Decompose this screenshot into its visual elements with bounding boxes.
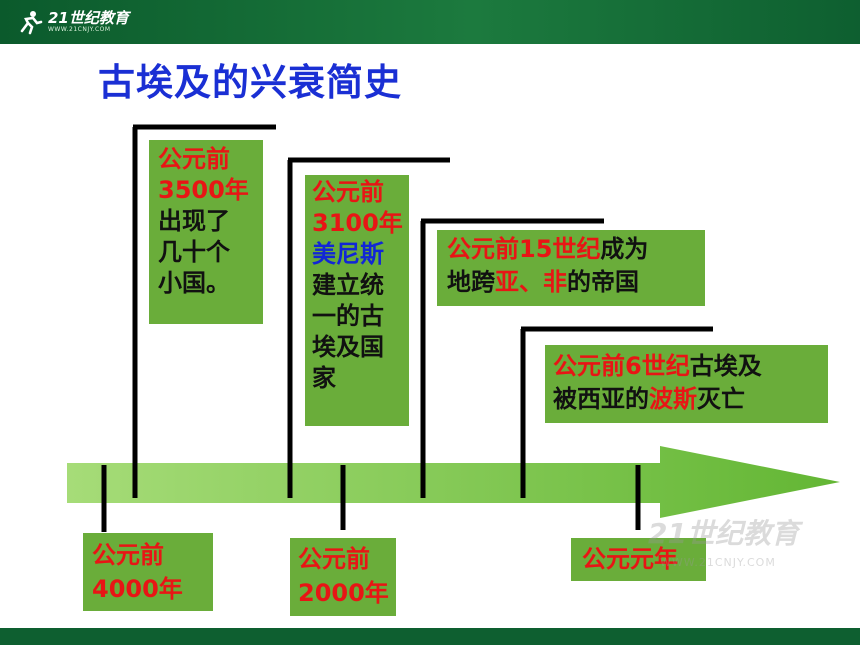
page-title: 古埃及的兴衰简史 xyxy=(98,61,402,104)
footer-bar xyxy=(0,628,860,645)
event-line: 公元前 xyxy=(158,145,230,173)
label-line: 公元前 xyxy=(92,541,164,569)
event-text: 亚 xyxy=(495,268,519,296)
event-line: 被西亚的波斯灭亡 xyxy=(553,383,828,416)
event-box-3500bc: 公元前 3500年 出现了 几十个 小国。 xyxy=(149,140,263,324)
site-logo: 21世纪教育 WWW.21CNJY.COM xyxy=(18,6,129,38)
event-line: 小国。 xyxy=(158,269,230,297)
event-line: 几十个 xyxy=(158,238,230,266)
timeline-arrow xyxy=(67,446,840,518)
event-box-15th-century-bc: 公元前15世纪成为 地跨亚、非的帝国 xyxy=(437,230,705,306)
event-text: 公元前15世纪 xyxy=(447,235,601,263)
event-line: 公元前15世纪成为 xyxy=(447,233,705,266)
label-line: 公元前 xyxy=(298,545,370,573)
event-text: 地跨 xyxy=(447,268,495,296)
event-text: 非 xyxy=(543,268,567,296)
logo-subtext: WWW.21CNJY.COM xyxy=(48,26,111,33)
timeline-label-year-1: 公元元年 xyxy=(571,538,706,581)
event-text: 波斯 xyxy=(649,385,697,413)
event-text: 被西亚的 xyxy=(553,385,649,413)
event-line: 公元前 xyxy=(312,178,384,206)
event-line: 美尼斯 xyxy=(312,240,384,268)
event-bracket-3 xyxy=(420,218,604,498)
event-box-3100bc: 公元前 3100年 美尼斯 建立统 一的古 埃及国 家 xyxy=(305,175,409,426)
event-line: 地跨亚、非的帝国 xyxy=(447,266,705,299)
watermark-text: 21世纪教育 xyxy=(648,517,799,550)
event-text: 公元前6世纪 xyxy=(553,352,690,380)
timeline-label-2000bc: 公元前 2000年 xyxy=(290,538,396,616)
event-text: 的帝国 xyxy=(567,268,639,296)
event-text: 古埃及 xyxy=(689,352,762,380)
timeline-label-4000bc: 公元前 4000年 xyxy=(83,533,213,611)
event-text: 成为 xyxy=(600,235,649,263)
event-text: 、 xyxy=(519,268,543,296)
event-line: 建立统 xyxy=(312,271,384,299)
watermark-subtext: WWW.21CNJY.COM xyxy=(660,556,776,569)
event-line: 3500年 xyxy=(158,176,249,204)
label-line: 公元元年 xyxy=(582,545,678,573)
event-line: 公元前6世纪古埃及 xyxy=(553,350,828,383)
event-bracket-1 xyxy=(132,124,276,498)
event-line: 出现了 xyxy=(158,207,230,235)
event-line: 3100年 xyxy=(312,209,403,237)
header-bar: 21世纪教育 WWW.21CNJY.COM xyxy=(0,0,860,44)
runner-logo-icon xyxy=(20,11,43,35)
event-bracket-4 xyxy=(520,326,713,498)
event-text: 灭亡 xyxy=(697,385,745,413)
event-line: 家 xyxy=(312,364,336,392)
event-box-6th-century-bc: 公元前6世纪古埃及 被西亚的波斯灭亡 xyxy=(545,345,828,423)
event-line: 埃及国 xyxy=(312,333,384,361)
label-line: 4000年 xyxy=(92,575,183,603)
label-line: 2000年 xyxy=(298,579,389,607)
event-line: 一的古 xyxy=(312,302,384,330)
logo-text: 21世纪教育 xyxy=(48,9,129,27)
event-bracket-2 xyxy=(287,157,450,498)
